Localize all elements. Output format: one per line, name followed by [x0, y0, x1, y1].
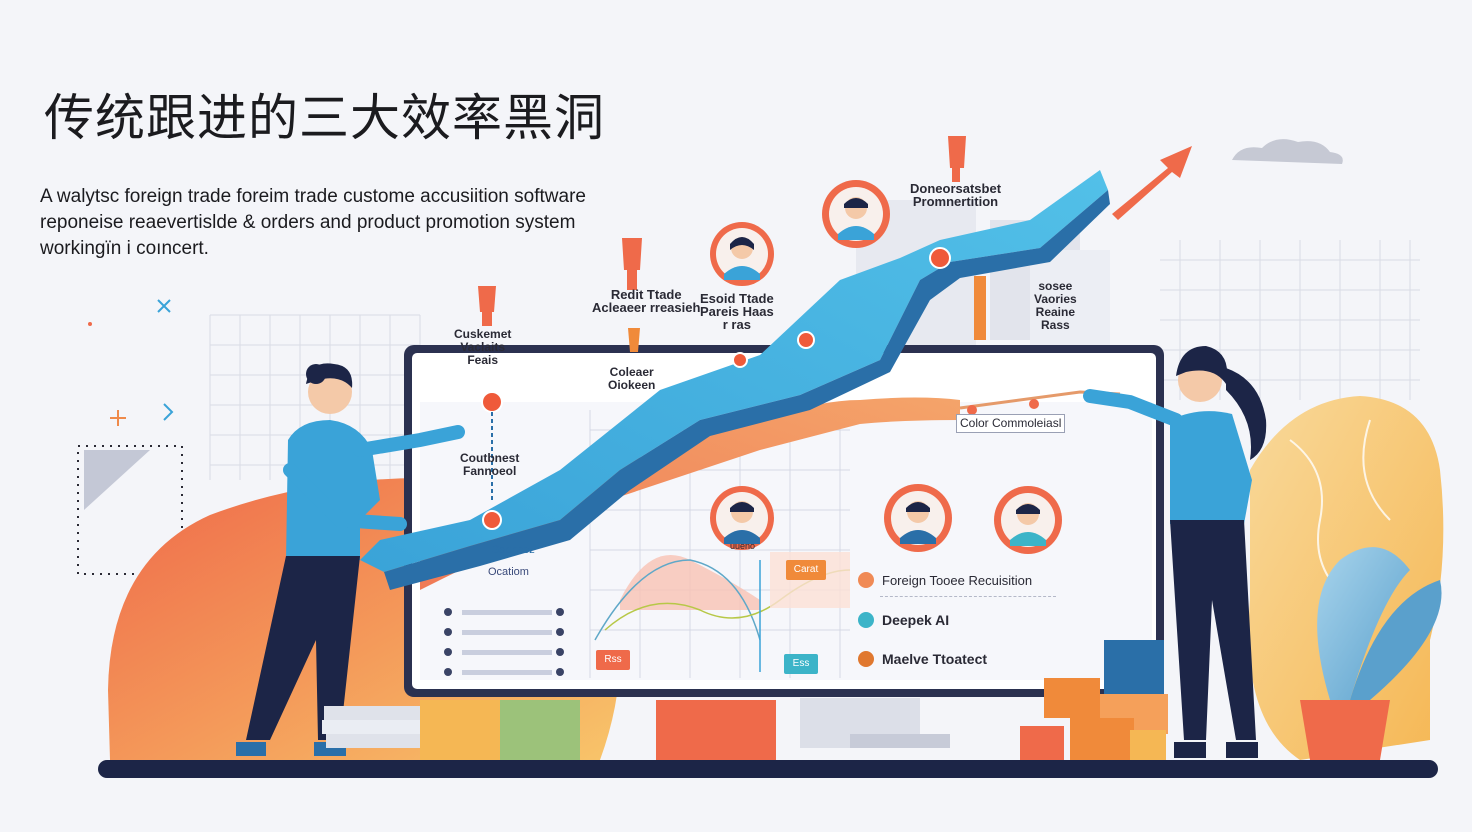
avatar	[884, 484, 952, 552]
chip-c: Ess	[784, 654, 818, 674]
label-color-comm: Color Commoleiasl	[956, 414, 1066, 433]
plant-icon	[1300, 547, 1442, 760]
legend-divider	[880, 596, 1056, 598]
label-collector: Coleaer Oiokeen	[608, 365, 656, 392]
product-icon	[858, 651, 874, 667]
paper-stack	[322, 700, 776, 760]
subtitle-line-3: workingïn i coıncert.	[40, 238, 209, 259]
label-doneorsatsbet: Doneorsatsbet Promnertition	[910, 181, 1002, 209]
legend-item-product: Maelve Ttoatect	[858, 651, 987, 667]
label-redit-trade: Redit Ttade Acleaeer rreasieh	[592, 287, 701, 315]
orange-trend-band	[420, 397, 960, 590]
label-esoid-trade: Esoid Ttade Pareis Haas r ras	[700, 291, 774, 332]
legend-item-acquisition: Foreign Tooee Recuisition	[858, 572, 1032, 588]
ai-icon	[858, 612, 874, 628]
growth-arrow-icon	[1112, 146, 1192, 220]
label-right-stack: sosee Vaories Reaine Rass	[1034, 279, 1077, 332]
avatar	[710, 486, 774, 550]
page-subtitle: A walytsc foreign trade foreim trade cus…	[40, 184, 680, 262]
chip-b: Rss	[596, 650, 630, 670]
monitor	[404, 345, 1164, 748]
avatar	[822, 180, 890, 248]
monitor-list-panel	[444, 608, 564, 676]
cloud-icon	[1232, 139, 1343, 164]
floor-bar	[98, 760, 1438, 778]
label-customer-fanoel: Coutbnest Fannoeol	[460, 451, 520, 478]
page-title: 传统跟进的三大效率黑洞	[44, 89, 605, 147]
avatars	[710, 180, 1062, 554]
chip-a: Carat	[786, 560, 826, 580]
woman-left-figure	[236, 363, 465, 756]
ribbon-label-b: Ocatiom	[488, 566, 529, 578]
avatar-caption: uueno	[730, 541, 756, 551]
boxes	[1020, 640, 1168, 760]
decor-marks	[77, 299, 183, 575]
avatar	[994, 486, 1062, 554]
legend-item-deepek: Deepek AI	[858, 612, 949, 628]
subtitle-line-1: A walytsc foreign trade foreim trade cus…	[40, 186, 586, 207]
woman-right-figure	[1083, 346, 1267, 758]
target-icon	[858, 572, 874, 588]
label-customer-values: Cuskemet Vaclaits Feais	[454, 327, 512, 367]
avatar	[710, 222, 774, 286]
ribbon-nodes	[481, 247, 951, 530]
ribbon-label-a: Saphcez	[492, 544, 535, 556]
blue-trend-ribbon	[360, 170, 1108, 572]
trophy-icons	[478, 136, 966, 352]
subtitle-line-2: reponeise reaevertislde & orders and pro…	[40, 212, 576, 233]
